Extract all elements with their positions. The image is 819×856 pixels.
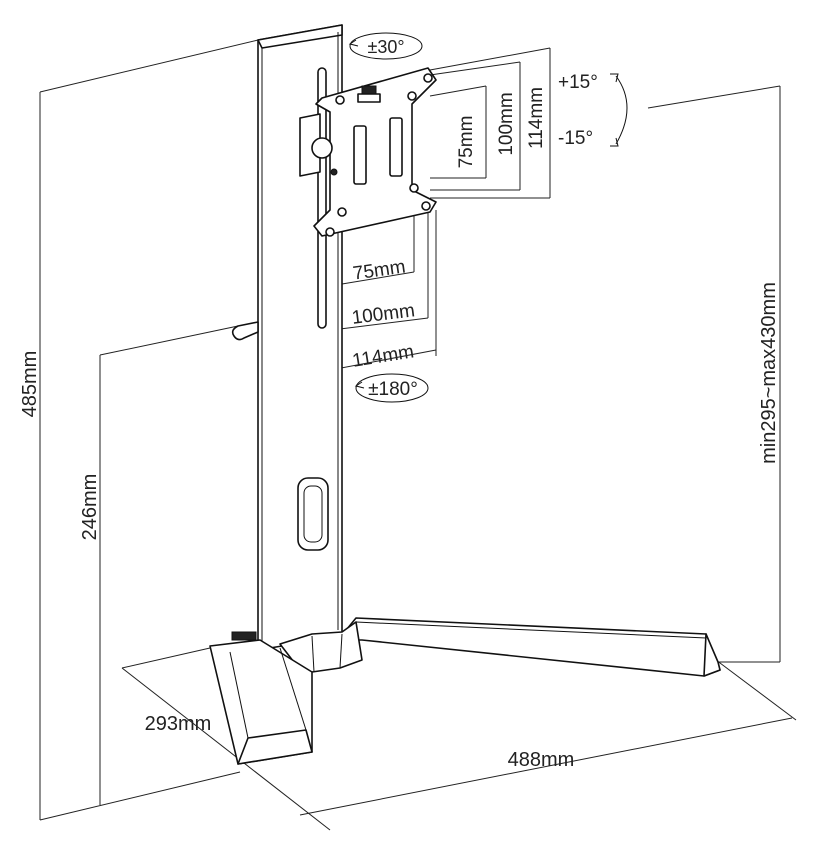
total-height-label: 485mm (19, 351, 41, 418)
rotation-arrow-icon (354, 373, 429, 403)
swivel-arrow-icon (348, 32, 423, 60)
base-long-leg (337, 617, 721, 677)
dimension-lines (39, 39, 797, 831)
column (231, 24, 343, 651)
vesa-plate (299, 67, 437, 237)
base-width-label: 488mm (508, 749, 575, 771)
tilt-up-label: +15° (558, 72, 598, 93)
vesa-vertical-100-label: 100mm (496, 92, 517, 155)
rotation-label: ±180° (368, 379, 418, 400)
vesa-horizontal-100-label: 100mm (351, 300, 416, 329)
base-height-label: 246mm (79, 474, 101, 541)
tilt-down-label: -15° (558, 128, 593, 149)
base-depth-label: 293mm (145, 713, 212, 735)
vesa-vertical-114-label: 114mm (526, 87, 547, 149)
vesa-vertical-75-label: 75mm (456, 116, 477, 169)
vesa-horizontal-75-label: 75mm (352, 256, 407, 284)
base-front-foot (209, 639, 313, 765)
adjust-range-label: min295~max430mm (758, 282, 780, 464)
vesa-horizontal-114-label: 114mm (351, 341, 415, 371)
tilt-arrow-icon (610, 73, 628, 147)
swivel-label: ±30° (367, 37, 404, 57)
